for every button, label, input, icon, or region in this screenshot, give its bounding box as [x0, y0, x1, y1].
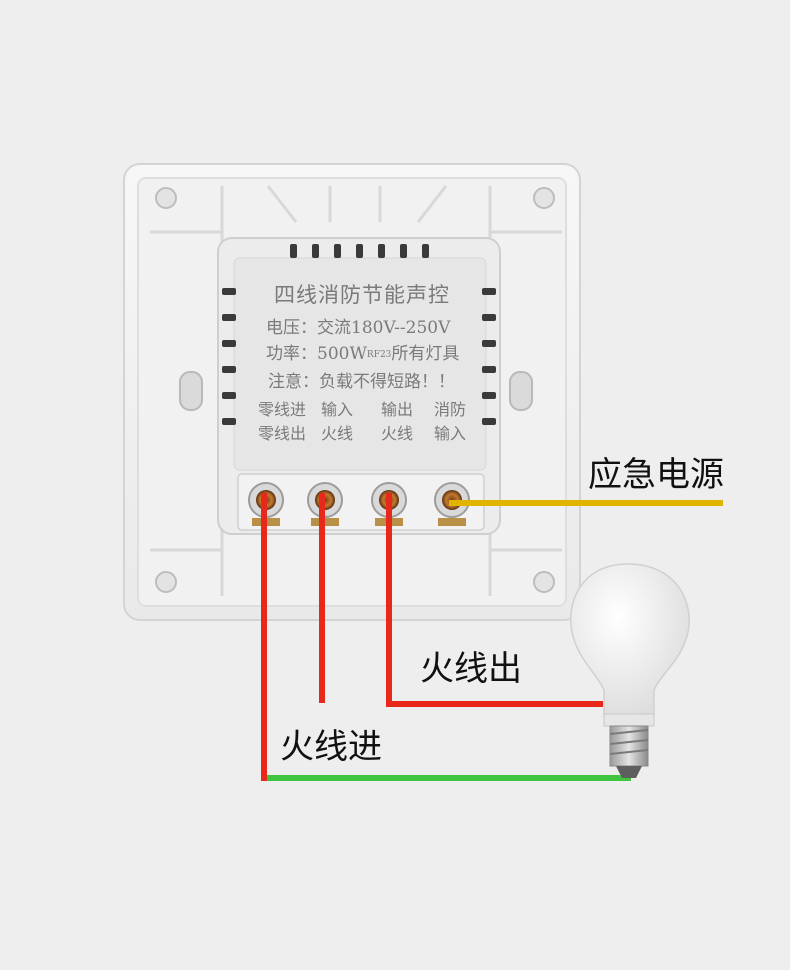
panel-notice: 注意：负载不得短路！！: [268, 372, 455, 392]
light-bulb-icon: [570, 563, 690, 778]
panel-power-suffix: 所有灯具: [391, 344, 459, 364]
terminal-2-line1: 输入: [321, 400, 353, 419]
live-out-label: 火线出: [420, 649, 522, 689]
wires: [261, 493, 723, 781]
panel-title: 四线消防节能声控: [274, 283, 450, 307]
terminal-1-line2: 零线出: [258, 424, 306, 443]
panel-voltage: 电压：交流180V--250V: [266, 318, 451, 338]
live-in-label: 火线进: [280, 727, 382, 767]
terminal-4-line2: 输入: [434, 424, 466, 443]
terminal-3-line1: 输出: [381, 400, 413, 419]
panel-power-mark: RF23: [367, 350, 392, 360]
panel-power-prefix: 功率：500W: [266, 344, 367, 364]
terminal-1-line1: 零线进: [258, 400, 306, 419]
live-out-wire: [386, 493, 603, 707]
panel-power: 功率：500WRF23所有灯具: [266, 344, 459, 364]
switch-module: 四线消防节能声控 电压：交流180V--250V 功率：500WRF23所有灯具…: [217, 237, 501, 535]
terminal-3-line2: 火线: [381, 424, 413, 443]
terminal-2-line2: 火线: [321, 424, 353, 443]
terminal-4-line1: 消防: [434, 400, 466, 419]
emergency-power-label: 应急电源: [588, 455, 724, 495]
